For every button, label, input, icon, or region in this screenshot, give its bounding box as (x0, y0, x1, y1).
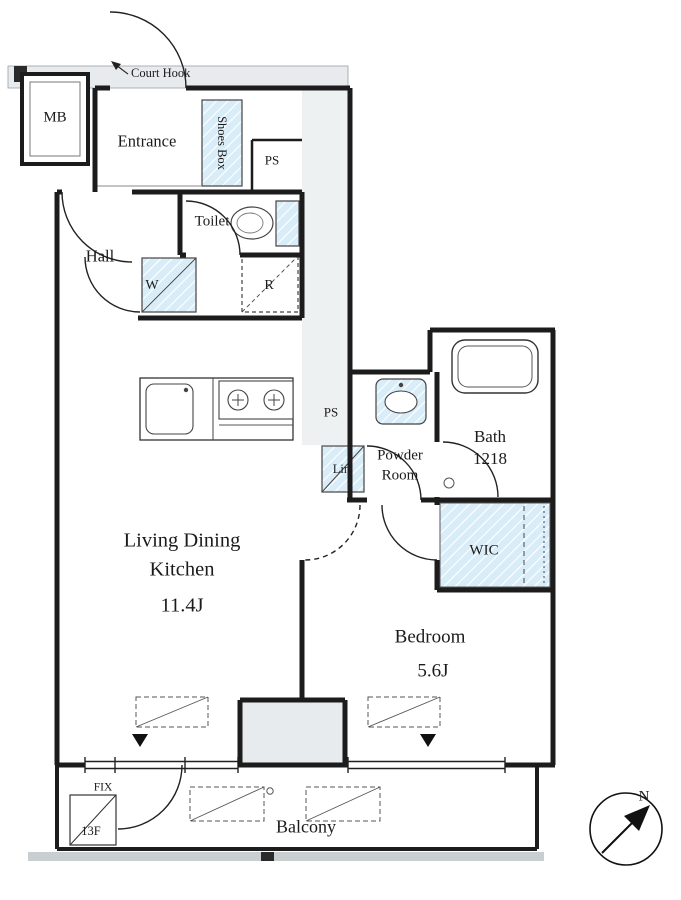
room-label-bath: Bath 1218 (473, 426, 507, 470)
court-hook-arrow-icon (111, 61, 129, 75)
kitchen-sink-icon (145, 383, 194, 435)
ps-closet-walls (250, 138, 302, 192)
ceiling-light-symbols (135, 696, 441, 822)
window-entry-marker-bedroom (420, 734, 436, 747)
fix-window-icon (69, 794, 117, 846)
court-hook-label: Court Hook (131, 65, 191, 80)
compass-north-label: N (638, 788, 650, 805)
bedroom-door-arc (304, 504, 361, 561)
room-label-bedroom: Bedroom (394, 626, 466, 648)
wic-door-arc (381, 504, 438, 561)
ps-lower-label: PS (323, 404, 339, 420)
ldk-size-label: 11.4J (160, 594, 204, 617)
walls (54, 85, 556, 768)
balcony-edge-mark (261, 852, 274, 861)
bath-drain-icon (443, 477, 455, 489)
windows (84, 757, 506, 773)
stove-icon (218, 380, 294, 426)
toilet-icon (230, 200, 300, 247)
corridor-strip (7, 65, 349, 89)
entrance-door-arc (109, 11, 187, 89)
ldk-label-line2: Kitchen (149, 558, 215, 581)
bath-name: Bath (473, 426, 507, 446)
kitchen-counter-icon (139, 377, 294, 441)
room-label-entrance: Entrance (117, 131, 177, 151)
room-label-powder: Powder Room (377, 447, 423, 486)
shaded-areas (7, 65, 544, 861)
wic-floor-icon (439, 502, 551, 588)
ldk-label-line1: Living Dining (123, 529, 241, 552)
shoes-box-label: Shoes Box (215, 116, 230, 170)
powder-line2: Room (381, 467, 419, 483)
fix-label: FIX (93, 781, 113, 794)
bathtub-icon (451, 339, 539, 394)
room-label-wic: WIC (469, 542, 499, 559)
door-arcs (61, 11, 499, 830)
washer-space-icon (141, 257, 197, 313)
room-label-balcony: Balcony (276, 816, 336, 837)
shoes-box-icon (201, 99, 243, 187)
pillar-area (240, 700, 345, 765)
floor-label: 13F (81, 823, 101, 838)
bath-size: 1218 (473, 449, 507, 468)
room-label-toilet: Toilet (194, 213, 230, 230)
toilet-door-arc (185, 200, 241, 256)
washer-label: W (145, 277, 159, 293)
washbasin-icon (375, 378, 427, 425)
room-label-hall: Hall (85, 246, 115, 266)
powder-line1: Powder (377, 447, 423, 464)
bath-door-arc (442, 441, 499, 498)
balcony-rail (55, 765, 539, 851)
balcony-door-arc (117, 764, 183, 830)
pipe-shaft-area (302, 88, 350, 445)
window-entry-marker-ldk (132, 734, 148, 747)
meter-box-label: MB (43, 109, 67, 126)
bedroom-size-label: 5.6J (417, 660, 449, 682)
balcony-edge-strip (28, 852, 544, 861)
washer-closet-door-arc (84, 256, 141, 313)
compass-icon (589, 792, 663, 866)
powder-room-door-arc (366, 445, 422, 501)
hall-door-arc (61, 191, 133, 263)
linen-label: Lin. (332, 461, 354, 476)
meter-box (20, 72, 90, 166)
refrigerator-label: R (264, 277, 274, 293)
ps-upper-label: PS (264, 152, 280, 168)
linen-closet-icon (321, 445, 365, 493)
